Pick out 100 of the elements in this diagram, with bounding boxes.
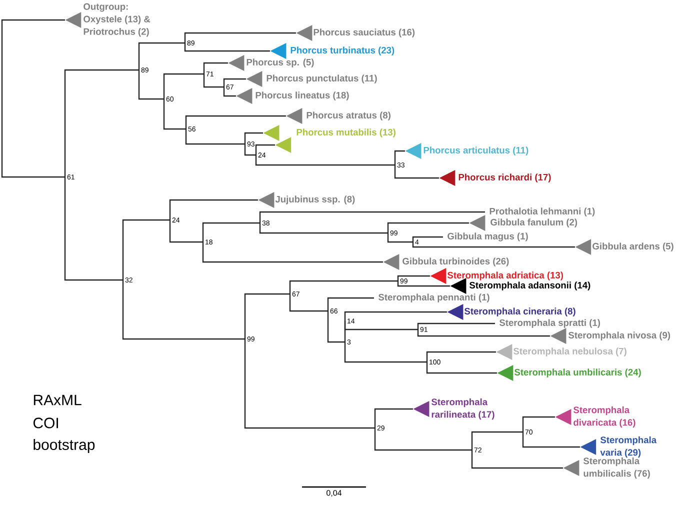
branch <box>185 129 245 145</box>
collapsed-clade: Steromphala umbilicalis (76) <box>563 457 650 479</box>
collapsed-clade: Gibbula turbinoides (26) <box>383 254 509 270</box>
branch <box>223 78 246 87</box>
node-label: Phorcus lineatus (18) <box>256 92 349 100</box>
branch <box>394 150 405 165</box>
node-label: Gibbula turbinoides (26) <box>402 258 509 266</box>
taxon-label: Gibbula magus (1) <box>448 232 528 242</box>
branch <box>64 177 123 281</box>
node-label: Steromphala nebulosa (7) <box>513 348 626 356</box>
branch <box>387 222 469 233</box>
node-label: Steromphala divaricata (16) <box>573 406 636 428</box>
branch <box>344 311 447 321</box>
branch <box>471 431 523 450</box>
branch <box>1 19 65 178</box>
branch <box>169 199 258 220</box>
node-label: Steromphala umbilicalis (76) <box>583 457 650 479</box>
node-label: Steromphala adansonii (14) <box>469 282 590 290</box>
branch <box>327 297 374 311</box>
branch <box>417 322 495 330</box>
branch <box>344 321 418 330</box>
branch <box>471 450 563 469</box>
collapsed-clade: Steromphala divaricata (16) <box>555 406 636 428</box>
method-label: RAxML <box>34 394 82 406</box>
node-label: Phorcus sauciatus (16) <box>314 28 415 38</box>
branch <box>397 281 450 287</box>
branch <box>244 339 375 429</box>
collapsed-clade: Phorcus sauciatus (16) <box>296 25 415 41</box>
node-label: Gibbula ardens (5) <box>592 242 674 252</box>
branch <box>259 223 388 234</box>
scale-bar: 0,04 <box>302 486 366 497</box>
collapsed-clade: Steromphala nivosa (9) <box>550 328 670 344</box>
branch <box>203 74 224 88</box>
collapsed-clade: Steromphala varia (29) <box>580 436 657 458</box>
branch <box>202 222 260 242</box>
branch <box>327 311 345 343</box>
branch <box>374 428 472 451</box>
node-label: Phorcus mutabilis (13) <box>296 128 396 138</box>
collapsed-clade: Outgroup: Oxystele (13) & Priotrochus (2) <box>65 3 150 37</box>
branch <box>522 432 580 448</box>
branch <box>244 293 290 339</box>
collapsed-clade: Phorcus mutabilis (13) <box>263 125 396 141</box>
collapsed-clade: Jujubinus ssp. (8) <box>258 192 355 208</box>
collapsed-clade: Phorcus richardi (17) <box>439 170 551 186</box>
taxon-label: Steromphala pennanti (1) <box>378 294 490 302</box>
node-label: Jujubinus ssp. (8) <box>275 196 355 204</box>
branch <box>169 220 203 243</box>
branch <box>412 242 575 248</box>
node-label: Steromphala adriatica (13) <box>447 272 564 280</box>
node-label: Steromphala cineraria (8) <box>464 308 576 316</box>
branch <box>426 351 496 362</box>
taxon-label: Prothalotia lehmanni (1) <box>490 208 595 216</box>
branch <box>223 87 236 97</box>
branch <box>244 144 256 156</box>
node-label: Steromphala umbilicaris (24) <box>514 368 641 378</box>
branch <box>344 342 427 363</box>
branch <box>64 69 139 177</box>
node-label: Phorcus atratus (8) <box>306 112 390 120</box>
collapsed-clade: Gibbula ardens (5) <box>575 239 674 255</box>
collapsed-clade: Phorcus articulatus (11) <box>405 143 528 159</box>
branch <box>259 211 485 223</box>
method-label: COI <box>33 418 58 428</box>
branch <box>255 155 395 166</box>
branch <box>163 99 186 130</box>
node-label: Phorcus articulatus (11) <box>424 146 528 156</box>
node-label: Outgroup: Oxystele (13) & Priotrochus (2) <box>84 3 150 37</box>
branch <box>138 70 164 100</box>
branch <box>426 362 497 374</box>
branch <box>397 275 430 281</box>
branch <box>289 294 328 312</box>
branch <box>163 73 204 99</box>
node-label: Phorcus turbinatus (23) <box>290 46 394 56</box>
node-label: Gibbula fanulum (2) <box>490 218 578 228</box>
collapsed-clade: Gibbula fanulum (2) <box>469 215 578 231</box>
node-label: Steromphala rarilineata (17) <box>431 398 494 420</box>
collapsed-clade: Phorcus punctulatus (11) <box>246 71 377 87</box>
node-label: Phorcus sp. (5) <box>246 58 314 68</box>
branch <box>184 32 296 43</box>
branch <box>387 233 413 243</box>
collapsed-clade: Phorcus lineatus (18) <box>236 88 349 104</box>
branch <box>412 236 443 242</box>
branch <box>138 42 185 70</box>
branch <box>374 408 413 428</box>
collapsed-clade: Steromphala rarilineata (17) <box>413 398 494 420</box>
collapsed-clade: Phorcus atratus (8) <box>286 108 390 124</box>
branch <box>122 219 170 280</box>
branch <box>417 330 550 337</box>
collapsed-clade: Steromphala umbilicaris (24) <box>497 365 641 381</box>
collapsed-clade: Steromphala cineraria (8) <box>447 304 576 320</box>
node-label: Phorcus punctulatus (11) <box>266 74 377 84</box>
branch <box>184 43 270 52</box>
method-label: bootstrap <box>34 439 95 453</box>
branch <box>289 280 398 294</box>
node-label: Steromphala varia (29) <box>600 436 657 458</box>
branch <box>202 242 383 263</box>
node-label: Phorcus richardi (17) <box>458 174 551 182</box>
branch <box>203 62 228 74</box>
node-label: Steromphala nivosa (9) <box>568 332 670 340</box>
branch <box>255 144 275 155</box>
taxon-label: Steromphala spratti (1) <box>499 319 600 328</box>
